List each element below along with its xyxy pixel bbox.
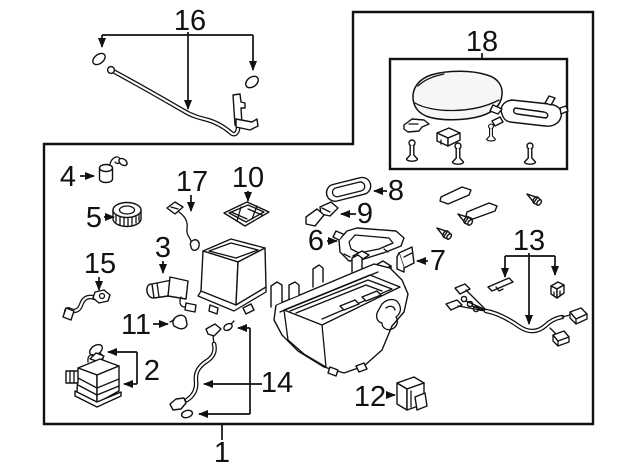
part-13-harness	[445, 277, 588, 347]
part-8-bezel	[325, 176, 372, 202]
cable-clip-right	[245, 75, 259, 89]
part-12-module	[396, 376, 428, 411]
shim-plate-a	[439, 186, 472, 205]
callout-14: 14	[261, 367, 293, 399]
callout-2: 2	[144, 355, 160, 387]
console-inner-box	[197, 238, 267, 315]
leader-14	[198, 324, 262, 418]
part-5-knob	[112, 201, 142, 228]
part-9-bracket	[305, 201, 339, 227]
part-11-clip	[169, 314, 188, 330]
part-18-pin-small	[486, 123, 496, 142]
part-18-clip-a	[403, 118, 430, 133]
part-14-cable	[169, 320, 235, 419]
callout-11: 11	[121, 309, 151, 341]
callout-3: 3	[155, 232, 171, 264]
callout-4: 4	[60, 161, 76, 193]
part-17-wire	[166, 201, 200, 251]
leader-2	[107, 348, 138, 388]
part-7-bracket	[396, 246, 415, 273]
callout-1: 1	[214, 437, 230, 469]
callout-15: 15	[84, 248, 116, 280]
part-10-mat	[223, 201, 270, 227]
sub-assembly-18-box	[388, 57, 569, 171]
part-18-screw-3	[523, 142, 537, 165]
part-6-rear-panel	[332, 227, 405, 262]
part-2-unit	[65, 343, 122, 408]
part-18-screw-2	[451, 142, 465, 165]
callout-labels: 16 18 4 5 17 10 8 9 6 7 13 3 15 11 2 14 …	[60, 5, 545, 469]
leader-16	[98, 32, 257, 110]
screw-a	[524, 190, 544, 208]
callout-12: 12	[354, 381, 386, 413]
callout-16: 16	[174, 5, 206, 37]
screw-c	[434, 224, 454, 242]
callout-6: 6	[308, 225, 324, 257]
part-3-actuator	[146, 276, 197, 313]
callout-5: 5	[86, 202, 102, 234]
part-1-console-body	[270, 254, 409, 377]
part-15-hose	[62, 289, 111, 321]
cable-clip-left	[92, 52, 106, 66]
part-18-clip-b	[436, 127, 461, 147]
part-16-cable	[92, 52, 259, 137]
callout-13: 13	[513, 225, 545, 257]
part-4-socket	[98, 156, 128, 184]
callout-18: 18	[466, 26, 498, 58]
callout-9: 9	[357, 198, 373, 230]
leader-13	[501, 253, 559, 325]
part-18-screw-1	[405, 139, 419, 162]
main-assembly-outline-box	[42, 10, 595, 426]
callout-7: 7	[430, 245, 446, 277]
part-18-armrest-lid	[412, 70, 503, 121]
callout-8: 8	[388, 175, 404, 207]
part-18-latch	[489, 95, 569, 127]
shim-plate-b	[465, 202, 498, 220]
callout-10: 10	[232, 162, 264, 194]
callout-17: 17	[176, 166, 208, 198]
